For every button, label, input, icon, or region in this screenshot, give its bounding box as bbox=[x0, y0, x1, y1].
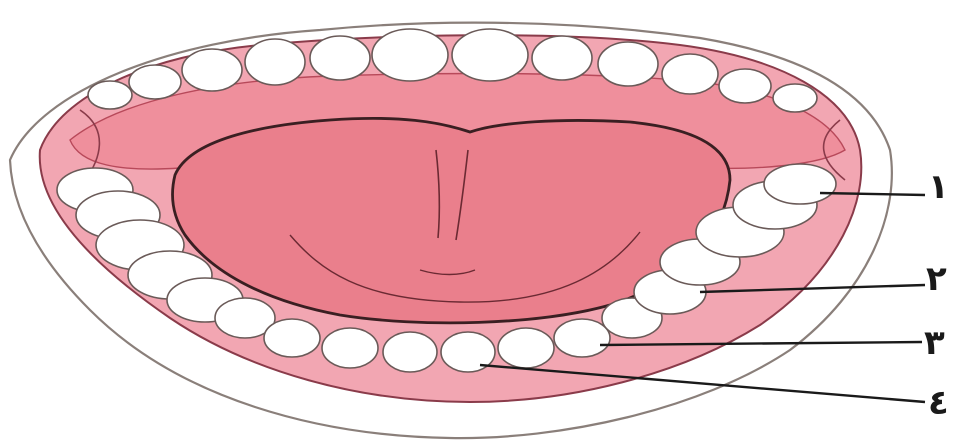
label-2: ٢ bbox=[926, 262, 947, 296]
label-1: ١ bbox=[928, 170, 949, 204]
label-4: ٤ bbox=[928, 386, 949, 420]
label-3: ٣ bbox=[924, 326, 945, 360]
